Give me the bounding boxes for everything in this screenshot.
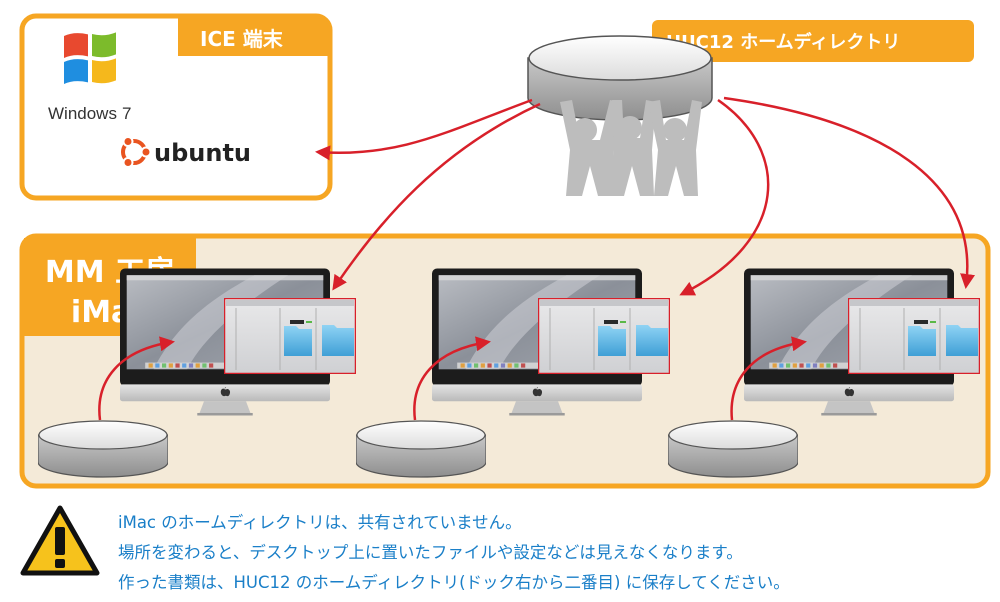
- windows-logo-text: Windows: [48, 104, 117, 123]
- imac-1: [38, 268, 356, 478]
- imac-3-local-arrow: [730, 336, 807, 421]
- arrow-to-imac-3: [723, 96, 975, 289]
- imac-3-finder-window: [848, 298, 980, 374]
- arrow-to-ice: [315, 98, 533, 161]
- huc-home-badge: HUC12 ホームディレクトリ: [652, 20, 974, 62]
- home-server-disk: [527, 35, 713, 121]
- notice-line-3: 作った書類は、HUC12 のホームディレクトリ(ドック右から二番目) に保存して…: [118, 573, 790, 592]
- imac-1-local-arrow: [98, 336, 175, 421]
- arrow-to-imac-1: [332, 102, 541, 291]
- ice-badge-label: ICE 端末: [200, 27, 284, 51]
- imac-2-local-disk: [356, 420, 486, 478]
- arrow-to-imac-2: [679, 98, 770, 296]
- network-diagram: ICE 端末 Windows 7 ubuntu HUC12 ホームディレクトリ: [19, 13, 991, 489]
- imac-1-local-disk: [38, 420, 168, 478]
- imac-3: [668, 268, 980, 478]
- windows-logo: [64, 32, 116, 84]
- notice-line-1: iMac のホームディレクトリは、共有されていません。: [118, 513, 522, 532]
- imac-2: [356, 268, 670, 478]
- notice-text: iMac のホームディレクトリは、共有されていません。 場所を変わると、デスクト…: [118, 508, 998, 598]
- ice-terminal-panel: ICE 端末 Windows 7 ubuntu: [19, 13, 333, 201]
- imac-3-local-disk: [668, 420, 798, 478]
- ubuntu-logo: [121, 136, 152, 168]
- users-icon: [560, 100, 702, 196]
- warning-icon: [20, 505, 100, 576]
- huc-badge-label: HUC12 ホームディレクトリ: [666, 31, 900, 53]
- notice-line-2: 場所を変わると、デスクトップ上に置いたファイルや設定などは見えなくなります。: [118, 543, 743, 562]
- imac-2-local-arrow: [413, 336, 491, 421]
- imac-2-finder-window: [538, 298, 670, 374]
- home-directory-arrows: [315, 96, 975, 296]
- windows-version: 7: [122, 104, 131, 123]
- imac-1-finder-window: [224, 298, 356, 374]
- ubuntu-logo-text: ubuntu: [154, 139, 251, 167]
- ice-badge: [178, 18, 328, 56]
